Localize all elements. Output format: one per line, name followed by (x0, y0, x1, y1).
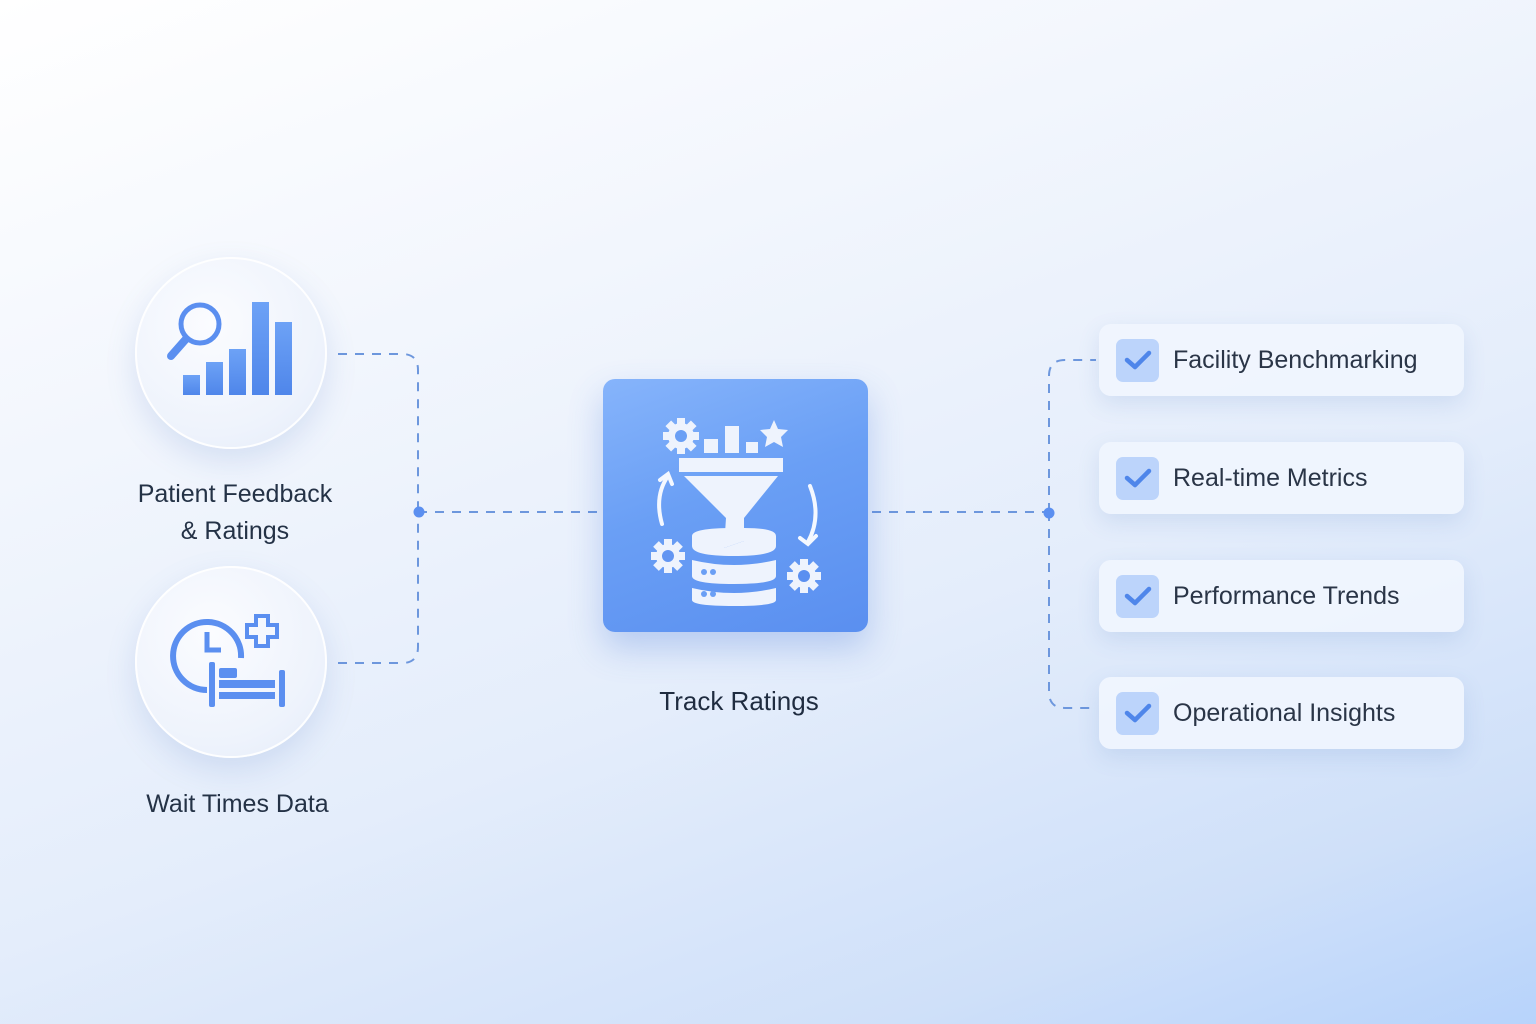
track-ratings-label: Track Ratings (659, 686, 819, 716)
output-operational-insights: Operational Insights (1099, 677, 1464, 749)
source-wait-times-label: Wait Times Data (110, 786, 365, 823)
output-real-time-metrics: Real-time Metrics (1099, 442, 1464, 514)
source-patient-feedback-node (135, 257, 327, 449)
output-label: Operational Insights (1173, 698, 1396, 727)
check-icon (1116, 574, 1159, 618)
source-label-line1: Patient Feedback (137, 480, 333, 508)
output-facility-benchmarking: Facility Benchmarking (1099, 324, 1464, 396)
output-label: Facility Benchmarking (1173, 345, 1418, 374)
output-label: Real-time Metrics (1173, 463, 1368, 492)
check-icon (1116, 456, 1159, 500)
source-label-line1: Wait Times Data (146, 790, 329, 818)
magnifier-bar-chart-icon (167, 302, 292, 395)
funnel-database-gears-icon (650, 417, 821, 606)
source-label-line2: & Ratings (180, 517, 290, 545)
track-ratings-node (603, 379, 868, 632)
clock-hospital-bed-icon (170, 614, 285, 707)
output-label: Performance Trends (1173, 581, 1400, 610)
check-icon (1116, 338, 1159, 382)
check-icon (1116, 691, 1159, 735)
source-wait-times-node (135, 566, 327, 758)
left-junction-dot (413, 506, 425, 518)
right-junction-dot (1043, 507, 1055, 519)
source-patient-feedback-label: Patient Feedback & Ratings (110, 476, 360, 550)
output-performance-trends: Performance Trends (1099, 560, 1464, 632)
